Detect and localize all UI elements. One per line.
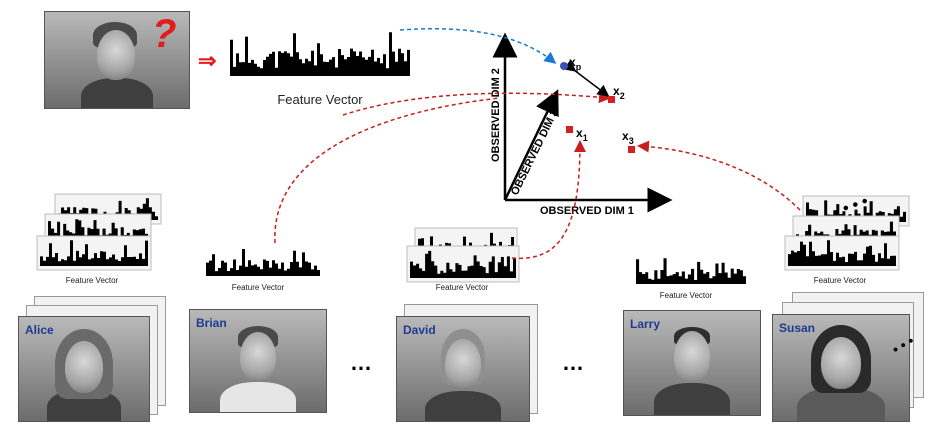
susan-link-arrow bbox=[637, 140, 801, 211]
susan-histogram bbox=[784, 235, 900, 271]
larry-label: Larry bbox=[630, 317, 661, 331]
query-link-arrow bbox=[399, 28, 557, 64]
ellipsis-right: … bbox=[562, 350, 586, 375]
larry-histogram bbox=[636, 258, 746, 284]
feature-vector-histograms bbox=[36, 32, 910, 284]
distance-arrow bbox=[563, 59, 610, 97]
brian-histogram-bars bbox=[206, 249, 320, 276]
larry-histogram-bars bbox=[636, 258, 746, 284]
query-feature-caption: Feature Vector bbox=[277, 92, 363, 107]
point-x1 bbox=[566, 126, 573, 133]
alice-histogram-bars bbox=[40, 240, 148, 266]
axis-dim3-label: OBSERVED DIM 3 bbox=[509, 108, 561, 198]
label-xp: xp bbox=[569, 55, 582, 72]
david-histogram-bars bbox=[410, 250, 516, 278]
brian-feature-caption: Feature Vector bbox=[231, 283, 285, 292]
larry-feature-caption: Feature Vector bbox=[659, 291, 713, 300]
brian-face-image: Brian bbox=[189, 309, 327, 413]
query-to-x2-link bbox=[342, 91, 611, 116]
david-histogram bbox=[406, 245, 520, 283]
brian-link-arrow bbox=[274, 97, 501, 244]
question-mark: ? bbox=[152, 12, 177, 56]
axis-dim1-label: OBSERVED DIM 1 bbox=[540, 205, 634, 217]
query-histogram-bars bbox=[230, 32, 410, 76]
alice-label: Alice bbox=[25, 323, 54, 337]
susan-face-image: Susan bbox=[772, 314, 910, 422]
ellipsis-left: … bbox=[350, 350, 374, 375]
david-face-image: David bbox=[396, 316, 530, 422]
alice-histogram bbox=[36, 235, 152, 271]
axis-dim2-label: OBSERVED DIM 2 bbox=[490, 68, 502, 162]
label-x2: x2 bbox=[613, 84, 625, 101]
brian-histogram bbox=[206, 249, 320, 276]
alice-face-image: Alice bbox=[18, 316, 150, 422]
point-xp bbox=[560, 62, 568, 70]
query-histogram bbox=[230, 32, 410, 76]
larry-face-image: Larry bbox=[623, 310, 761, 416]
susan-histogram-bars bbox=[788, 240, 896, 266]
query-face-image bbox=[44, 11, 190, 109]
label-x3: x3 bbox=[622, 129, 634, 146]
point-x2 bbox=[608, 96, 615, 103]
david-label: David bbox=[403, 323, 436, 337]
david-link-arrow bbox=[511, 140, 586, 260]
alice-histogram-mid-bars bbox=[48, 219, 148, 240]
query-arrow: ⇒ bbox=[198, 48, 217, 73]
susan-label: Susan bbox=[779, 321, 816, 335]
alice-feature-caption: Feature Vector bbox=[65, 276, 119, 285]
label-x1: x1 bbox=[576, 126, 588, 143]
brian-label: Brian bbox=[196, 316, 227, 330]
susan-feature-caption: Feature Vector bbox=[813, 276, 867, 285]
susan-face-dots: • • • bbox=[889, 332, 917, 357]
point-x3 bbox=[628, 146, 635, 153]
axis-dim3-line bbox=[503, 89, 559, 201]
david-feature-caption: Feature Vector bbox=[435, 283, 489, 292]
